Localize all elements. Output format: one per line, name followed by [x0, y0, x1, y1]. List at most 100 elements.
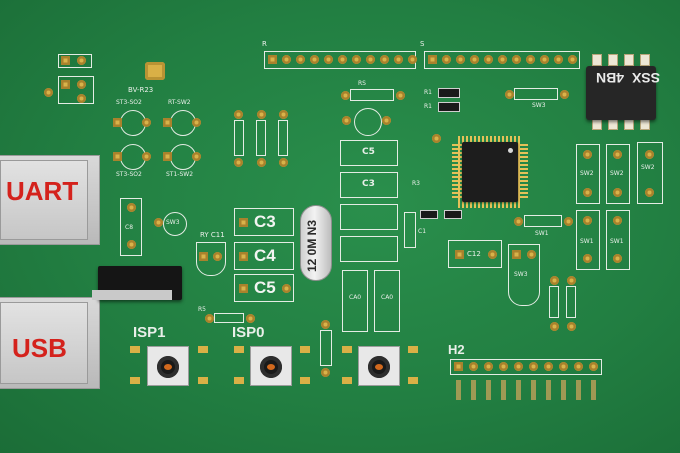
- pad: [514, 217, 523, 226]
- label-c3: C3: [254, 212, 276, 231]
- pad: [454, 362, 463, 371]
- label-c4: C4: [254, 246, 276, 265]
- label-isp1: ISP1: [133, 324, 166, 341]
- button-tab: [198, 346, 208, 353]
- pad: [512, 55, 521, 64]
- resistor-vertical: [234, 120, 244, 156]
- resistor-vertical: [278, 120, 288, 156]
- capacitor-c3-small: [340, 172, 398, 198]
- resistor-vertical: [256, 120, 266, 156]
- silk-sw3-b: SW3: [166, 219, 180, 226]
- silk-r1b: R1: [424, 103, 432, 110]
- pad: [645, 150, 654, 159]
- capacitor-c5-small: [340, 140, 398, 166]
- pad: [234, 158, 243, 167]
- silk-sw2-b: SW2: [610, 170, 624, 177]
- pad: [142, 118, 151, 127]
- isp0-button-dot: [267, 364, 275, 370]
- pin: [624, 54, 634, 66]
- capacitor-c5: [234, 274, 294, 302]
- black-module-pins: [92, 290, 172, 300]
- pad: [529, 362, 538, 371]
- switch-sw3: [514, 88, 558, 100]
- button-tab: [342, 346, 352, 353]
- pad: [61, 56, 70, 65]
- silk-c1: C1: [418, 228, 427, 235]
- button-tab: [408, 377, 418, 384]
- capacitor-c4: [234, 242, 294, 270]
- silk-sw1-c: SW1: [610, 238, 624, 245]
- switch-sw2-c: [637, 142, 663, 204]
- pad: [544, 362, 553, 371]
- resistor-r1a: [438, 88, 460, 98]
- pad: [540, 55, 549, 64]
- button-tab: [408, 346, 418, 353]
- silk-ca0: CA0: [349, 294, 362, 301]
- pad: [279, 110, 288, 119]
- pad: [568, 55, 577, 64]
- footprint-top-left-2: [58, 76, 94, 104]
- pad: [455, 250, 464, 259]
- silk-sw3-transistor: SW3: [514, 271, 528, 278]
- round-footprint-sw3: [163, 212, 187, 236]
- transistor-footprint: [196, 242, 226, 276]
- isp0-button[interactable]: [250, 346, 292, 386]
- isp1-button[interactable]: [147, 346, 189, 386]
- label-c3-small: C3: [362, 179, 375, 189]
- pad: [456, 55, 465, 64]
- pad: [234, 110, 243, 119]
- pad: [127, 240, 136, 249]
- footprint-top-left: [58, 54, 92, 68]
- header-top-2: [424, 51, 580, 69]
- chip-label-line2: 4BN: [596, 70, 625, 86]
- switch-sw1-b: [576, 210, 600, 270]
- capacitor-c3: [234, 208, 294, 236]
- silk-ry-c11: RY C11: [200, 231, 225, 239]
- pad: [512, 250, 521, 259]
- button-tab: [234, 346, 244, 353]
- capacitor-vertical-small: [320, 330, 332, 366]
- silk-ca0-b: CA0: [381, 294, 394, 301]
- label-h2: H2: [448, 342, 465, 357]
- capacitor-center-4: [340, 236, 398, 262]
- pad: [505, 90, 514, 99]
- pad: [44, 88, 53, 97]
- silk-sw3: SW3: [532, 102, 546, 109]
- pad: [61, 80, 70, 89]
- button-tab: [342, 377, 352, 384]
- pad: [279, 158, 288, 167]
- capacitor-c8: [120, 198, 142, 256]
- silk-rs: RS: [358, 80, 366, 87]
- resistor-vertical-right: [566, 286, 576, 318]
- pad: [113, 152, 122, 161]
- pin: [608, 54, 618, 66]
- pad: [246, 314, 255, 323]
- pad: [499, 362, 508, 371]
- button-tab: [130, 377, 140, 384]
- transistor-sw3: [508, 244, 540, 306]
- reset-button-dot: [375, 364, 383, 370]
- pad: [396, 91, 405, 100]
- pad: [321, 368, 330, 377]
- capacitor-c1: [404, 212, 416, 248]
- reset-button[interactable]: [358, 346, 400, 386]
- pad: [380, 55, 389, 64]
- pad: [527, 250, 536, 259]
- pad: [442, 55, 451, 64]
- pad: [338, 55, 347, 64]
- pad: [514, 362, 523, 371]
- pad: [550, 322, 559, 331]
- chip-pins-top: [592, 54, 652, 66]
- pad: [213, 252, 222, 261]
- pad: [257, 110, 266, 119]
- pad: [583, 254, 592, 263]
- button-tab: [234, 377, 244, 384]
- pad: [613, 254, 622, 263]
- silk-sw1-b: SW1: [580, 238, 594, 245]
- button-tab: [130, 346, 140, 353]
- crystal-label: 12 0M N3: [305, 219, 319, 272]
- pad: [526, 55, 535, 64]
- header-top-2-pads: [428, 55, 578, 65]
- pad: [239, 252, 248, 261]
